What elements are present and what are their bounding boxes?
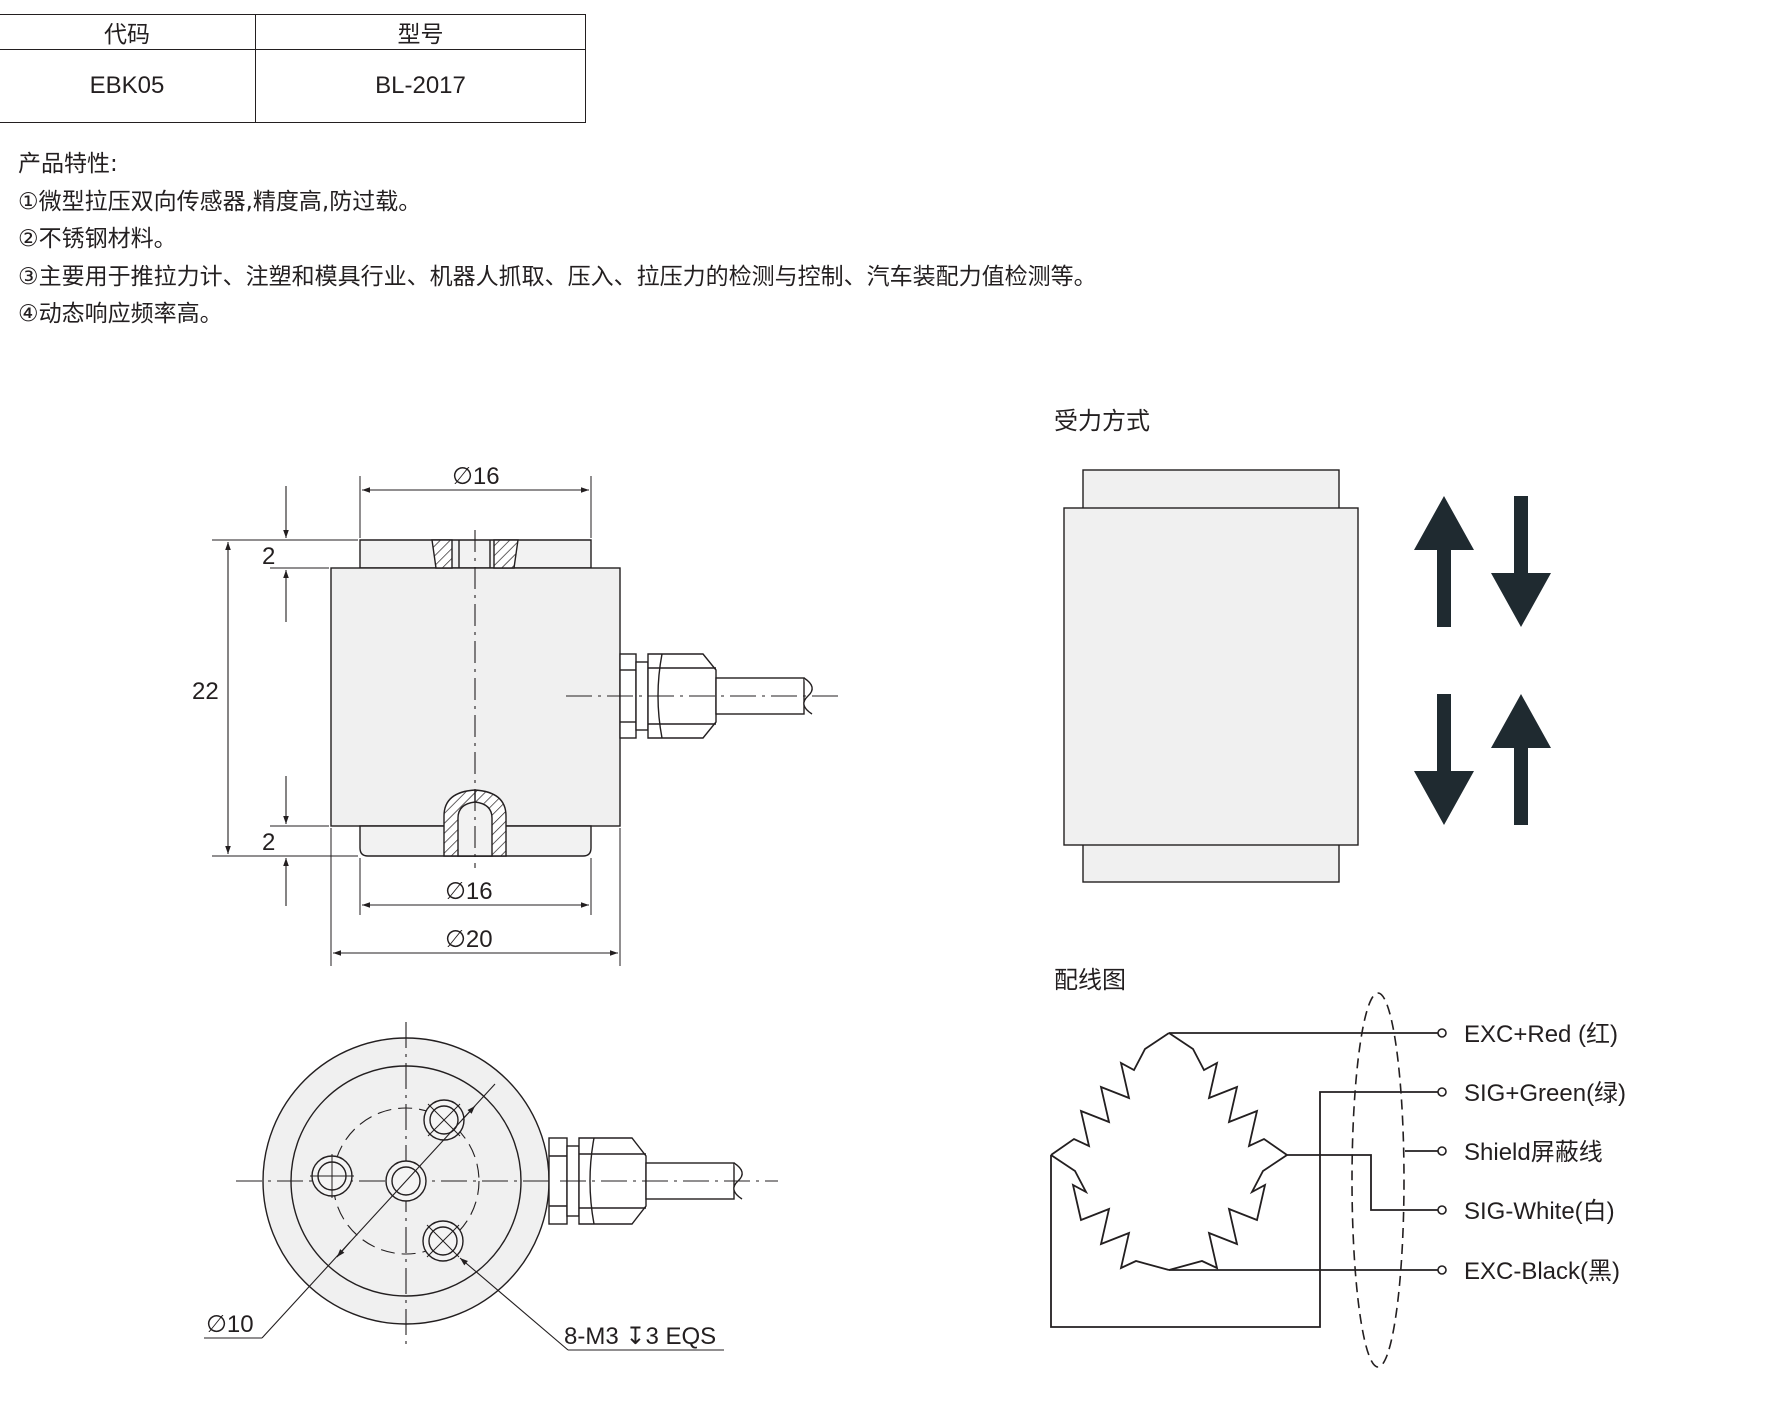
arrow-up-icon bbox=[1414, 496, 1474, 627]
dim-thread: 8-M3 ↧3 EQS bbox=[564, 1323, 716, 1350]
wire-label-shield: Shield屏蔽线 bbox=[1464, 1139, 1603, 1166]
wire-label-sig-minus: SIG-White(白) bbox=[1464, 1198, 1615, 1225]
front-view bbox=[212, 476, 838, 966]
wire-label-exc-minus: EXC-Black(黑) bbox=[1464, 1258, 1620, 1285]
dim-height: 22 bbox=[192, 678, 219, 705]
table-row: EBK05 BL-2017 bbox=[0, 49, 586, 123]
arrow-down-icon bbox=[1491, 496, 1551, 627]
mounting-hole bbox=[423, 1099, 465, 1141]
feature-item-2: ②不锈钢材料。 bbox=[18, 226, 177, 252]
resistor-icon bbox=[1050, 1032, 1170, 1156]
features-title: 产品特性: bbox=[18, 151, 118, 177]
feature-item-1: ①微型拉压双向传感器,精度高,防过载。 bbox=[18, 188, 422, 215]
arrow-down-icon bbox=[1414, 694, 1474, 825]
dim-body-diameter: ∅20 bbox=[445, 926, 493, 953]
mounting-hole bbox=[422, 1220, 464, 1262]
mounting-hole bbox=[310, 1154, 354, 1198]
dim-bottom-step: 2 bbox=[262, 829, 275, 856]
wire-label-exc-plus: EXC+Red (红) bbox=[1464, 1021, 1618, 1048]
dim-bottom-diameter: ∅16 bbox=[445, 878, 493, 905]
arrow-up-icon bbox=[1491, 694, 1551, 825]
resistor-icon bbox=[1168, 1154, 1288, 1271]
resistor-icon bbox=[1050, 1154, 1170, 1271]
feature-item-4: ④动态响应频率高。 bbox=[18, 301, 223, 327]
force-arrows bbox=[1414, 496, 1551, 825]
spec-table-header-row: 代码 型号 bbox=[0, 14, 586, 50]
cell-model: BL-2017 bbox=[255, 49, 586, 123]
top-view bbox=[204, 1022, 778, 1351]
dim-pcd: ∅10 bbox=[206, 1311, 254, 1338]
dim-top-diameter: ∅16 bbox=[452, 463, 500, 490]
force-mode-diagram bbox=[1063, 469, 1359, 883]
wiring-title: 配线图 bbox=[1054, 966, 1126, 994]
feature-item-3: ③主要用于推拉力计、注塑和模具行业、机器人抓取、压入、拉压力的检测与控制、汽车装… bbox=[18, 263, 1097, 290]
resistor-icon bbox=[1168, 1032, 1288, 1156]
product-features: 产品特性: ①微型拉压双向传感器,精度高,防过载。 ②不锈钢材料。 ③主要用于推… bbox=[18, 146, 1097, 334]
header-code: 代码 bbox=[0, 14, 256, 50]
spec-table: 代码 型号 EBK05 BL-2017 bbox=[0, 14, 586, 123]
cell-code: EBK05 bbox=[0, 49, 256, 123]
header-model: 型号 bbox=[255, 14, 586, 50]
wiring-diagram bbox=[1050, 992, 1447, 1368]
dim-top-step: 2 bbox=[262, 543, 275, 570]
wire-label-sig-plus: SIG+Green(绿) bbox=[1464, 1080, 1626, 1107]
force-mode-title: 受力方式 bbox=[1054, 407, 1150, 435]
